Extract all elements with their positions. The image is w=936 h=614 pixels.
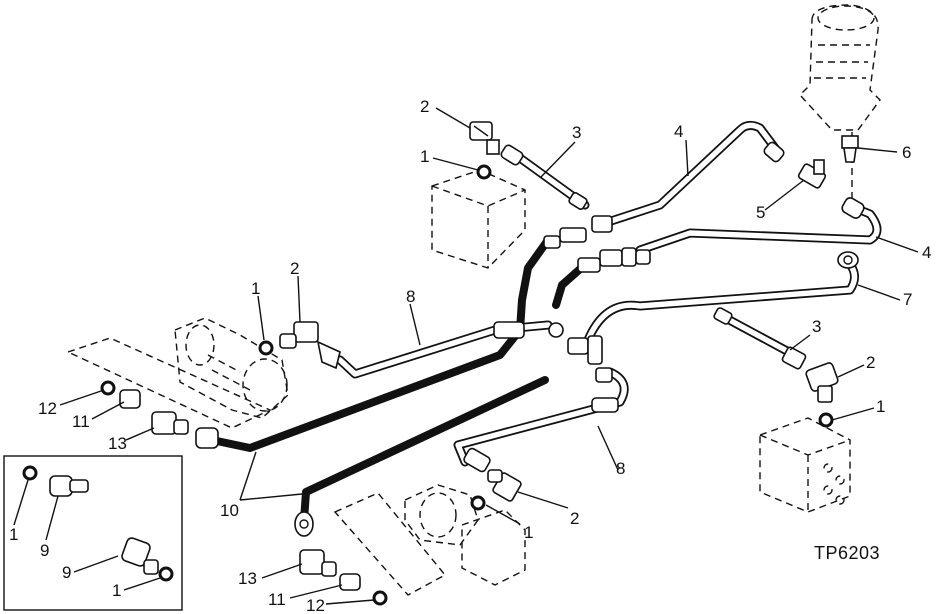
fitting-3-lower-end <box>568 192 588 210</box>
tee-fitting-lower <box>567 335 613 383</box>
tee-fitting-upper <box>543 215 613 249</box>
tee-fitting-middle <box>577 247 651 273</box>
callout-8-lower: 8 <box>616 459 625 478</box>
upper-left-valve-block <box>431 169 526 269</box>
tube-8-lower <box>453 367 629 467</box>
fitting-4-right-end <box>841 197 865 219</box>
callout-3-right: 3 <box>812 317 821 336</box>
callout-13-lower: 13 <box>238 569 257 588</box>
callout-5: 5 <box>756 203 765 222</box>
fitting-8-lower-ends <box>463 397 619 473</box>
connector-3-upper-end <box>500 144 524 166</box>
tube-4-upper <box>603 120 783 227</box>
callout-8-upper: 8 <box>406 287 415 306</box>
left-cylinder-component <box>174 317 289 419</box>
inset-elbow-9-lower <box>121 537 159 575</box>
hose-10-lower <box>300 258 592 524</box>
fitting-7-end <box>837 251 859 269</box>
callout-12-left: 12 <box>38 399 57 418</box>
tube-4-right <box>635 203 882 255</box>
tube-7 <box>583 257 859 345</box>
inset-elbow-9-upper <box>49 475 89 497</box>
elbow-13-lower <box>299 549 337 577</box>
inset-box <box>3 455 183 611</box>
callout-10: 10 <box>220 501 239 520</box>
callout-2-left: 2 <box>290 259 299 278</box>
callout-13-left: 13 <box>108 434 127 453</box>
left-bracket-outline <box>66 337 272 429</box>
adapter-11-lower <box>339 573 361 591</box>
callout-4-right: 4 <box>922 243 931 262</box>
adapter-11-left <box>119 389 141 409</box>
elbow-fitting-2-upper <box>469 121 500 155</box>
callout-11-left: 11 <box>72 412 90 431</box>
callout-1-upper: 1 <box>420 147 429 166</box>
callout-2-upper: 2 <box>420 97 429 116</box>
figure-id: TP6203 <box>814 543 880 563</box>
callout-3-upper: 3 <box>572 123 581 142</box>
fitting-4-end <box>763 141 785 163</box>
callout-1-inset-lower: 1 <box>112 581 121 600</box>
callout-labels: 2 1 3 4 5 6 4 7 3 2 1 2 1 8 12 11 13 10 … <box>9 97 931 614</box>
leader-lines <box>13 107 919 605</box>
tee-fitting-5 <box>797 159 827 189</box>
hose-end-fitting-upper <box>195 427 219 449</box>
callout-1-left: 1 <box>251 279 260 298</box>
callout-2-lower: 2 <box>570 509 579 528</box>
lower-bracket-outline <box>333 492 447 596</box>
adapter-6 <box>841 135 859 163</box>
o-ring-1-upper <box>476 164 492 180</box>
elbow-13-left <box>151 411 189 435</box>
callout-2-right: 2 <box>866 353 875 372</box>
elbow-fitting-2-left <box>279 321 341 370</box>
o-ring-1-right <box>818 412 834 428</box>
o-ring-12-lower <box>372 590 388 606</box>
callout-9-inset-lower: 9 <box>62 563 71 582</box>
callout-7: 7 <box>903 290 912 309</box>
o-ring-12-left <box>100 380 116 396</box>
callout-9-inset-upper: 9 <box>40 541 49 560</box>
callout-6: 6 <box>902 143 911 162</box>
callout-4-upper: 4 <box>674 122 683 141</box>
hose-end-fitting-lower <box>294 511 314 537</box>
callout-11-lower: 11 <box>268 590 286 609</box>
o-ring-1-lower <box>470 495 486 511</box>
elbow-fitting-2-lower <box>487 469 522 502</box>
callout-12-lower: 12 <box>306 596 325 614</box>
right-valve-block <box>759 417 851 513</box>
union-fitting-center <box>493 321 564 339</box>
callout-1-lower: 1 <box>524 523 533 542</box>
lower-cylinder-component <box>404 484 526 586</box>
callout-1-right: 1 <box>876 397 885 416</box>
elbow-fitting-2-right <box>713 307 839 403</box>
callout-1-inset-upper: 1 <box>9 525 18 544</box>
o-ring-1-left <box>258 340 274 356</box>
